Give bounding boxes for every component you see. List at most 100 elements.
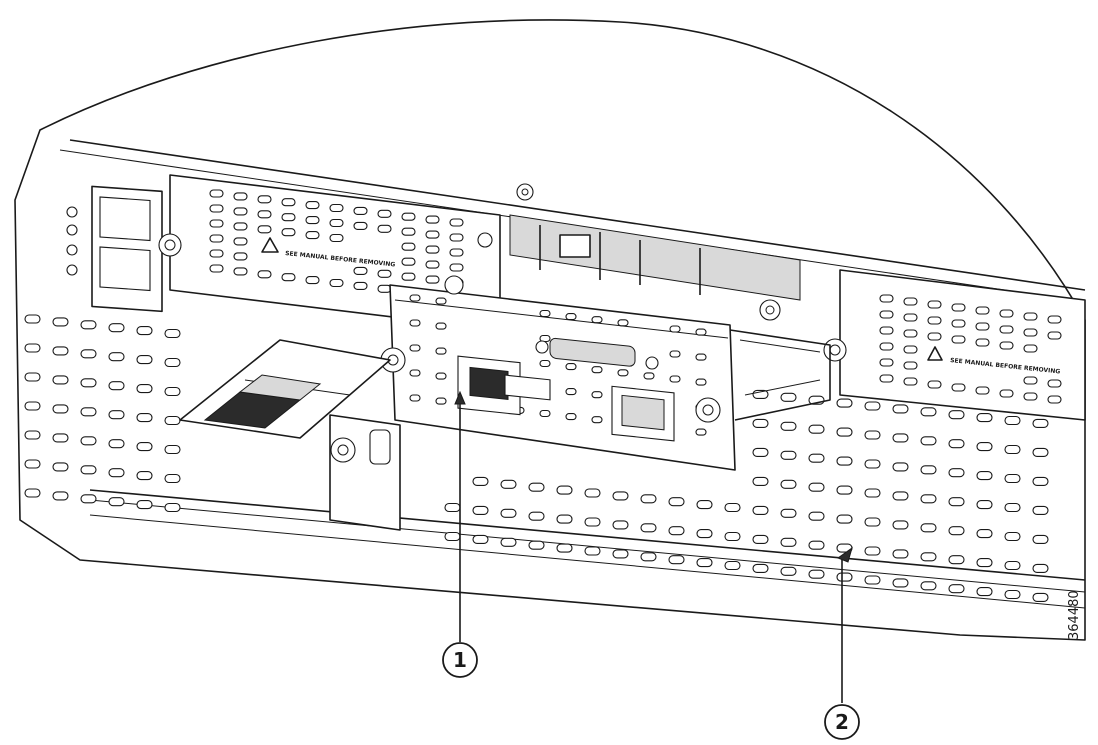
vent-slot [951, 335, 966, 344]
vent-slot [209, 204, 224, 213]
vent-slot [695, 428, 707, 436]
vent-slot [695, 328, 707, 336]
vent-slot [892, 491, 909, 501]
vent-slot [257, 225, 272, 234]
warning-icon-right [927, 346, 943, 361]
vent-slot [401, 242, 416, 251]
vent-slot [976, 587, 993, 597]
vent-slot [879, 374, 894, 383]
vent-slot [920, 581, 937, 591]
vent-slot [1004, 415, 1021, 426]
vent-slot [52, 404, 69, 414]
vent-slot [377, 224, 392, 233]
vent-slot [528, 540, 545, 550]
vent-slot [409, 394, 421, 402]
vent-slot [136, 326, 153, 336]
vent-slot [1047, 315, 1062, 324]
chassis-bottom-rail-3 [89, 514, 1086, 609]
vent-slot [409, 294, 421, 302]
vent-slot [401, 272, 416, 281]
vent-slot [808, 540, 825, 550]
vent-slot [640, 494, 657, 504]
vent-slot [617, 319, 629, 327]
vent-slot [892, 462, 909, 472]
vent-slot [1023, 376, 1038, 385]
vent-slot [1032, 476, 1049, 486]
vent-slot [669, 375, 681, 383]
vent-slot [233, 252, 248, 261]
vent-slot [1004, 560, 1021, 571]
vent-slot [209, 189, 224, 198]
vent-slot [329, 218, 344, 228]
vent-slot [539, 309, 551, 318]
slot-interior [509, 183, 801, 301]
vent-slot [80, 465, 97, 475]
vent-slot [892, 549, 909, 559]
vent-slot [539, 409, 551, 418]
vent-slot [209, 219, 224, 228]
screw-icon-tray [330, 437, 356, 463]
vent-slot [257, 195, 272, 204]
vent-slot [920, 407, 937, 417]
vent-slot [281, 273, 296, 282]
vent-slot [892, 433, 909, 443]
vent-slot [136, 471, 153, 481]
vent-slot [976, 558, 993, 568]
vent-slot [409, 369, 421, 377]
vent-slot [836, 572, 853, 582]
screw-icon-right [823, 338, 847, 362]
vent-slot [1032, 447, 1049, 457]
vent-slot [108, 439, 125, 449]
vent-slot [864, 488, 881, 498]
vent-slot [752, 418, 769, 428]
vent-slot [948, 439, 965, 449]
vent-slot [752, 534, 769, 544]
vent-slot [948, 584, 965, 594]
vent-slot [233, 237, 248, 246]
vent-slot [591, 391, 603, 399]
vent-slot [136, 442, 153, 452]
vent-slot [52, 433, 69, 443]
vent-slot [1032, 592, 1049, 602]
chassis-bottom-rail-2 [89, 499, 1086, 593]
vent-slot [1032, 534, 1049, 544]
vent-slot [948, 410, 965, 420]
vent-slot [903, 345, 918, 354]
vent-slot [1047, 331, 1062, 340]
vent-slot [640, 523, 657, 533]
pull-out-tray [179, 339, 401, 531]
vent-slot [353, 221, 368, 230]
vent-slot [24, 314, 41, 324]
vent-slot [696, 500, 713, 510]
vent-slot [1047, 379, 1062, 388]
vent-slot [329, 233, 344, 243]
vent-slot [948, 468, 965, 478]
vent-slot [425, 275, 440, 284]
vent-slot [948, 526, 965, 536]
vent-slot [52, 346, 69, 356]
vent-slot [999, 309, 1014, 318]
vent-slot [948, 555, 965, 565]
vent-slot [257, 210, 272, 219]
vent-slot [920, 523, 937, 533]
vent-slot [903, 297, 918, 306]
vent-slot [329, 203, 344, 213]
vent-slot [669, 350, 681, 358]
vent-slot [584, 488, 601, 498]
serial-connector [549, 337, 636, 367]
vent-slot [80, 494, 97, 504]
vent-slot [864, 430, 881, 440]
vent-slot [449, 233, 464, 242]
vent-slot [164, 473, 181, 484]
vent-slot [879, 294, 894, 303]
vent-slot [108, 497, 125, 507]
vent-slot [1047, 395, 1062, 404]
vent-slot [257, 270, 272, 279]
vent-slot [435, 347, 447, 355]
vent-slot [136, 355, 153, 365]
vent-slot [401, 257, 416, 266]
vent-slot [209, 234, 224, 243]
vent-slot [435, 372, 447, 380]
vent-slot [780, 479, 797, 489]
blank-panel-right: SEE MANUAL BEFORE REMOVING [823, 269, 1086, 421]
